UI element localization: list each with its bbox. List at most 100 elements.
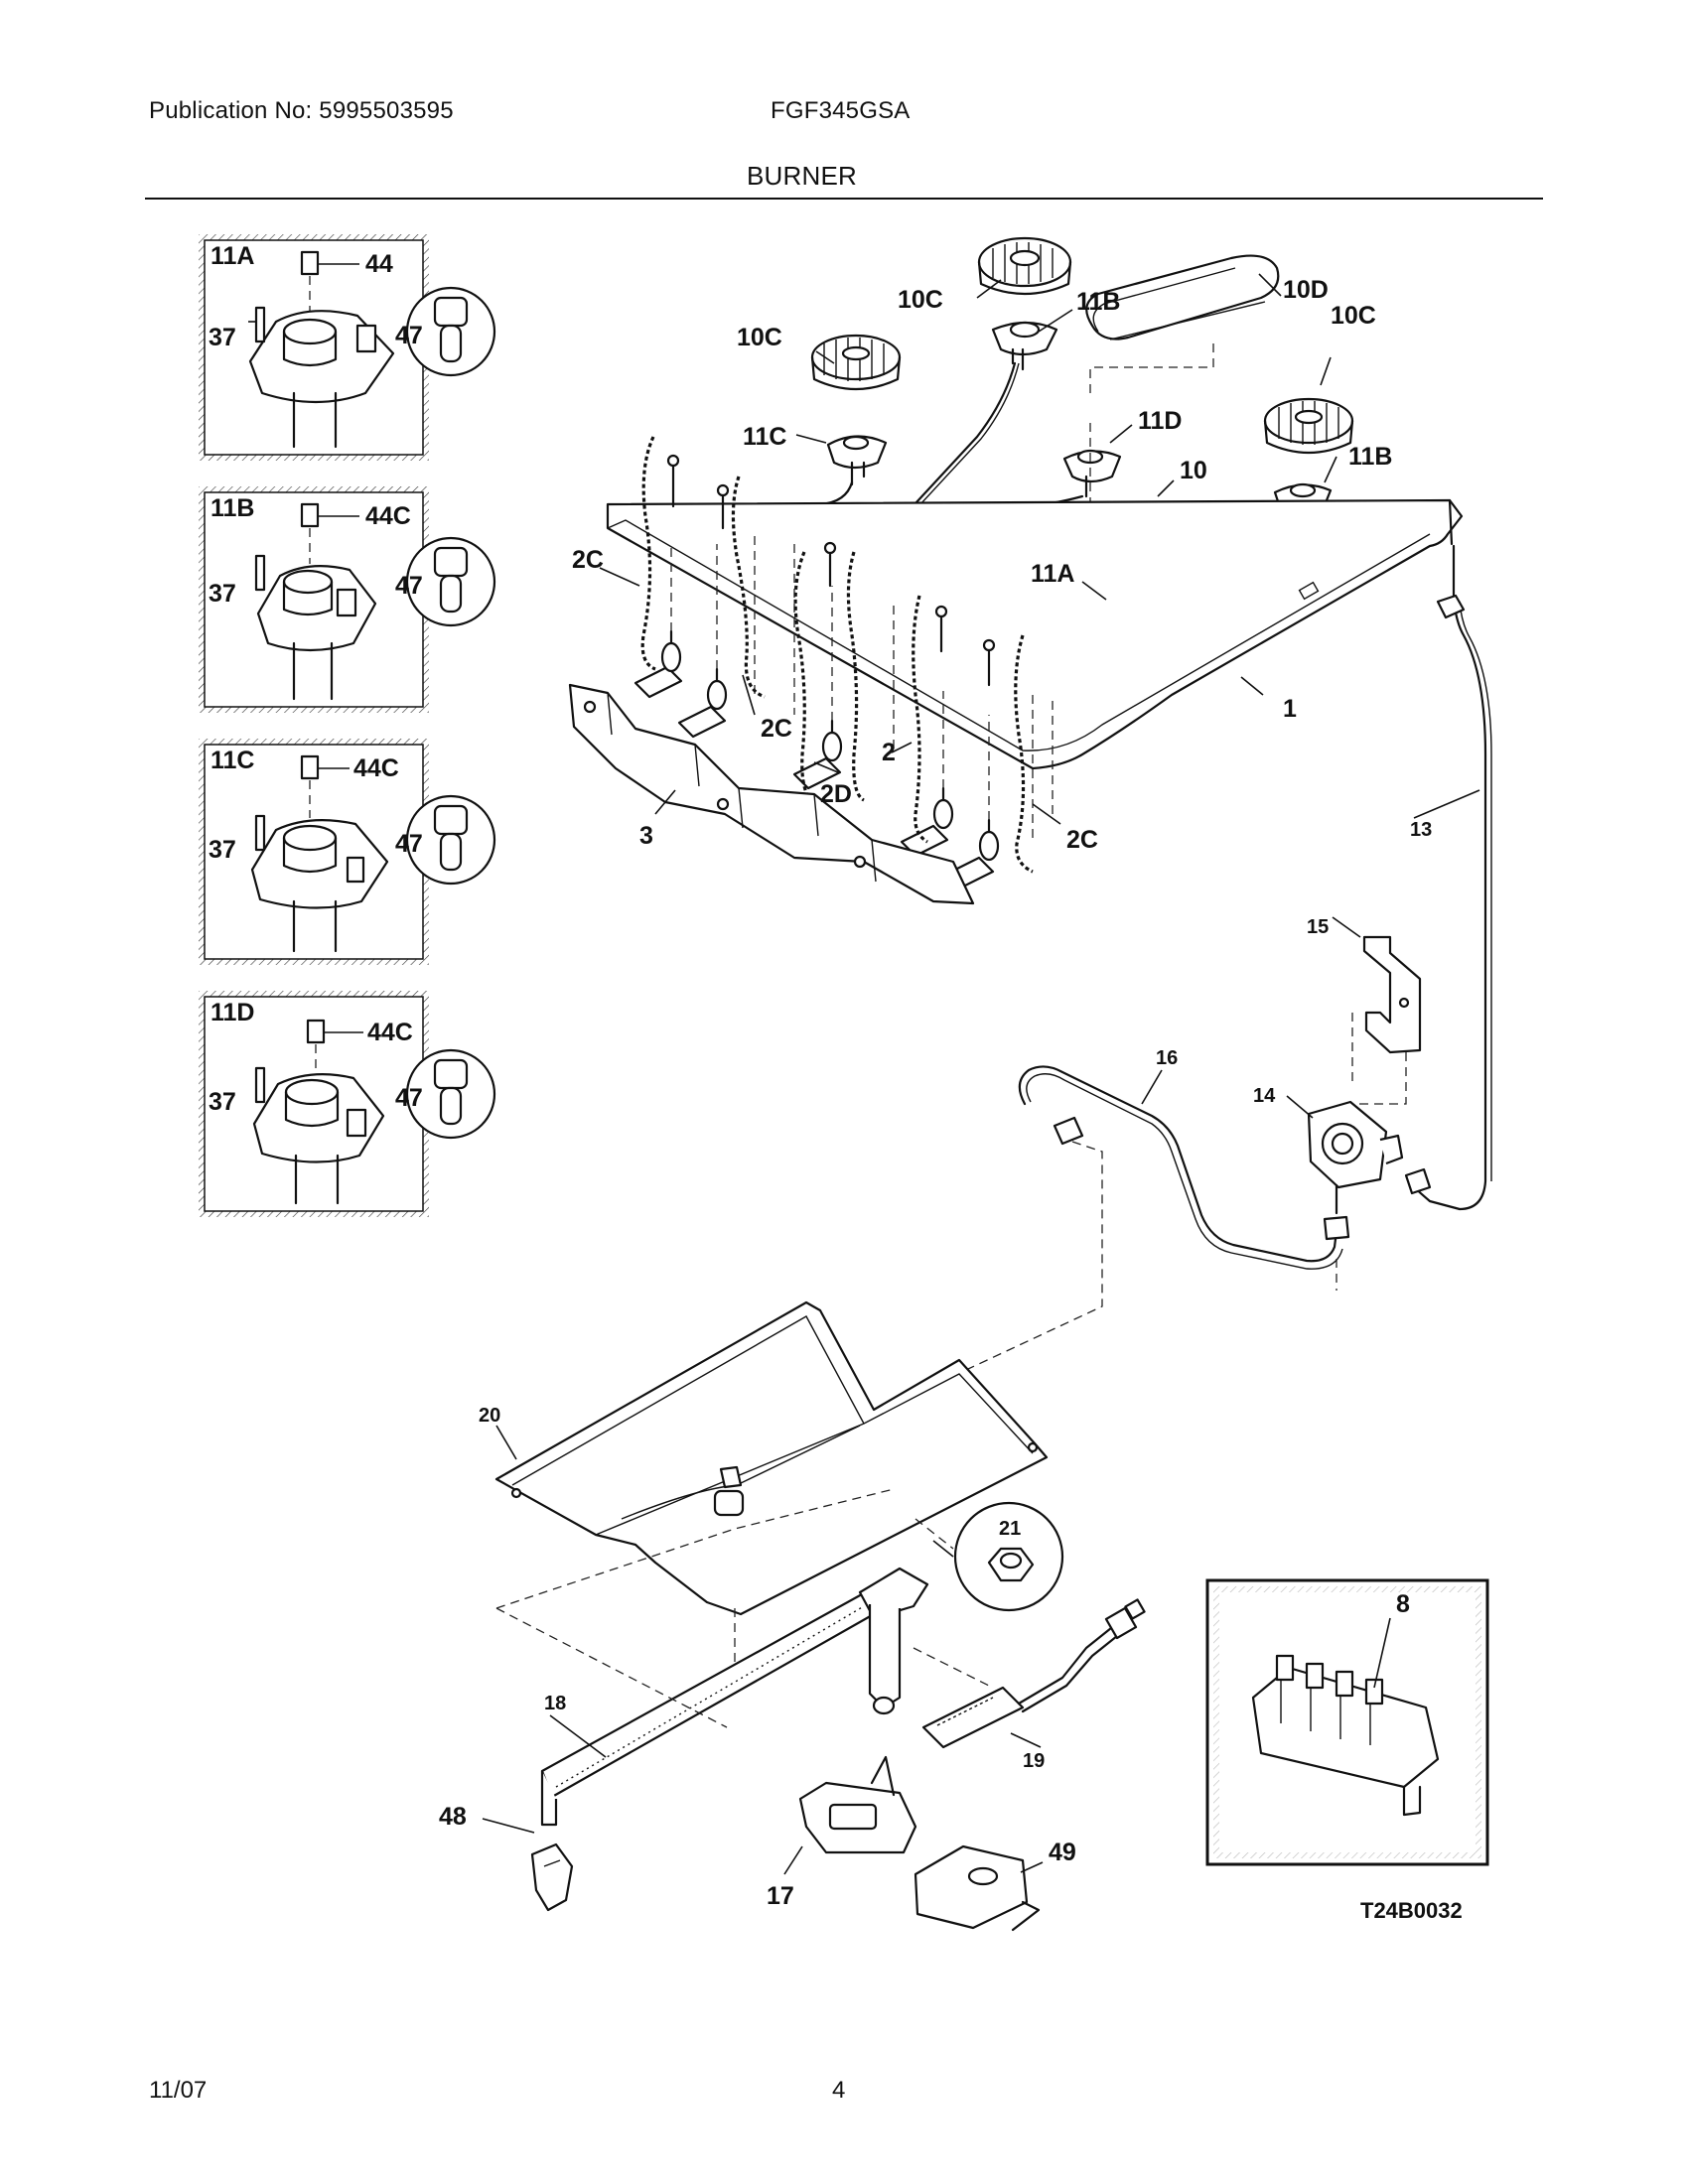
callout-10C-left: 10C bbox=[737, 324, 782, 351]
burner-head-11D bbox=[1062, 449, 1122, 498]
callout-17: 17 bbox=[767, 1882, 794, 1910]
cap-label: 44C bbox=[353, 754, 399, 782]
callout-10: 10 bbox=[1180, 457, 1207, 484]
inset-11A: 11A 37 44 47 bbox=[199, 234, 496, 461]
inset-title: 11C bbox=[211, 747, 254, 774]
orifice-label: 47 bbox=[395, 830, 423, 858]
callout-20: 20 bbox=[479, 1405, 500, 1427]
callout-10D: 10D bbox=[1283, 276, 1329, 304]
burner-head-11B-top bbox=[991, 321, 1058, 371]
orifice-label: 47 bbox=[395, 1084, 423, 1112]
callout-11D: 11D bbox=[1138, 407, 1182, 435]
callout-11B-right: 11B bbox=[1348, 443, 1392, 471]
igniter-wire-2C-right bbox=[1014, 634, 1034, 874]
nut-detail-21 bbox=[953, 1501, 1064, 1612]
callout-2D: 2D bbox=[820, 780, 852, 808]
callout-11B-top: 11B bbox=[1076, 288, 1120, 316]
mounting-screw-icon bbox=[254, 1066, 266, 1104]
footer-date: 11/07 bbox=[149, 2077, 208, 2104]
burner-cap-10C-left bbox=[810, 334, 902, 391]
mounting-screw-icon bbox=[254, 306, 266, 343]
section-title: BURNER bbox=[747, 161, 857, 191]
valve-cover-49 bbox=[914, 1844, 1041, 1932]
igniter-wire-2D bbox=[793, 551, 815, 804]
cap-screw-icon bbox=[300, 250, 320, 276]
inset-title: 11B bbox=[211, 494, 254, 522]
callout-14: 14 bbox=[1253, 1085, 1276, 1107]
screw-label: 37 bbox=[209, 324, 236, 351]
gas-tube-13 bbox=[1408, 544, 1487, 1211]
publication-number: Publication No: 5995503595 bbox=[149, 97, 454, 124]
manifold-screws bbox=[666, 454, 996, 687]
callout-10C-top: 10C bbox=[898, 286, 943, 314]
inset-title: 11A bbox=[211, 242, 254, 270]
bake-safety-valve-17 bbox=[798, 1755, 917, 1854]
callout-18: 18 bbox=[544, 1693, 566, 1714]
callout-leaders bbox=[482, 273, 1480, 1875]
callout-3: 3 bbox=[639, 822, 653, 850]
pressure-regulator-14 bbox=[1307, 1100, 1404, 1215]
igniter-wire-2C-mid bbox=[731, 476, 766, 699]
orifice-label: 47 bbox=[395, 322, 423, 349]
callout-1: 1 bbox=[1283, 695, 1297, 723]
igniter-wire-2 bbox=[912, 595, 928, 844]
callout-21: 21 bbox=[999, 1518, 1021, 1540]
inset-title: 11D bbox=[211, 999, 254, 1026]
callout-19: 19 bbox=[1023, 1750, 1045, 1772]
orifice-label: 47 bbox=[395, 572, 423, 600]
callout-16: 16 bbox=[1156, 1047, 1178, 1069]
cap-screw-icon bbox=[300, 502, 320, 528]
header-rule bbox=[145, 198, 1543, 200]
burner-baffle-20 bbox=[494, 1300, 1049, 1616]
callout-11C: 11C bbox=[743, 423, 786, 451]
orifice-icon bbox=[433, 1058, 469, 1090]
screw-label: 37 bbox=[209, 1088, 236, 1116]
cap-screw-icon bbox=[300, 754, 320, 780]
gas-tube-16 bbox=[1018, 1065, 1350, 1270]
callout-2: 2 bbox=[882, 739, 896, 766]
regulator-bracket-15 bbox=[1362, 935, 1422, 1054]
callout-2C-left: 2C bbox=[572, 546, 604, 574]
burner-cap-10C-top bbox=[977, 236, 1072, 296]
inset-11B: 11B 37 44C 47 bbox=[199, 486, 496, 713]
callout-48: 48 bbox=[439, 1803, 467, 1831]
callout-13: 13 bbox=[1410, 819, 1432, 841]
valve-left-2 bbox=[677, 667, 728, 739]
valve-left-1 bbox=[633, 629, 683, 699]
burner-head-11C bbox=[826, 435, 888, 486]
callout-10C-right: 10C bbox=[1331, 302, 1376, 330]
inset-11D: 11D 37 44C 47 bbox=[199, 991, 496, 1217]
mounting-screw-icon bbox=[254, 554, 266, 592]
orifice-icon bbox=[433, 296, 469, 328]
inset-11C: 11C 37 44C 47 bbox=[199, 739, 496, 965]
burner-cap-10C-right bbox=[1263, 397, 1354, 455]
griddle-burner-cover-10D bbox=[1085, 254, 1280, 341]
figure-code: T24B0032 bbox=[1360, 1898, 1463, 1923]
callout-2C-mid: 2C bbox=[761, 715, 792, 743]
mounting-screw-icon bbox=[254, 814, 266, 852]
burner-bracket-48 bbox=[530, 1843, 574, 1912]
callout-8: 8 bbox=[1396, 1590, 1410, 1618]
page-number: 4 bbox=[832, 2077, 846, 2104]
callout-labels: 10C 11B 10D 10C 11C 10C 11D 10 11B 11A 2… bbox=[439, 276, 1432, 1910]
cap-label: 44 bbox=[365, 250, 393, 278]
spark-module-8 bbox=[1251, 1654, 1440, 1817]
orifice-icon bbox=[433, 804, 469, 836]
spark-module-inset bbox=[1205, 1578, 1489, 1866]
bake-igniter-19 bbox=[921, 1598, 1146, 1749]
callout-2C-right: 2C bbox=[1066, 826, 1098, 854]
orifice-icon bbox=[433, 546, 469, 578]
cap-screw-icon bbox=[306, 1019, 326, 1044]
callout-11A: 11A bbox=[1031, 560, 1074, 588]
cap-label: 44C bbox=[367, 1019, 413, 1046]
manifold-bracket-3 bbox=[568, 683, 975, 905]
screw-label: 37 bbox=[209, 836, 236, 864]
igniter-wire-2C-left bbox=[640, 436, 656, 671]
callout-15: 15 bbox=[1307, 916, 1329, 938]
screw-label: 37 bbox=[209, 580, 236, 608]
callout-49: 49 bbox=[1049, 1839, 1076, 1866]
cap-label: 44C bbox=[365, 502, 411, 530]
model-number: FGF345GSA bbox=[771, 97, 911, 124]
valve-right-1 bbox=[900, 786, 954, 858]
